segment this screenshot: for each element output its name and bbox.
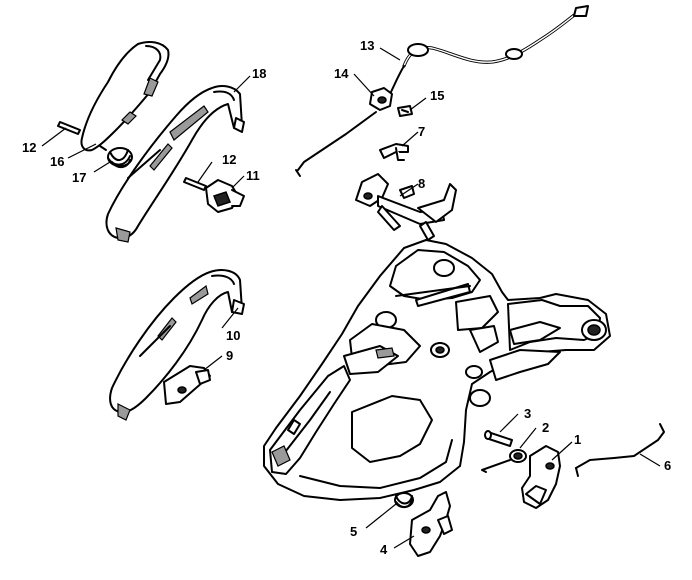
interlock-lever-part-4 [409, 491, 453, 557]
lower-handle-part-10 [109, 269, 245, 421]
callout-9: 9 [226, 348, 233, 363]
spring-part-2 [481, 449, 527, 473]
throttle-lever-part-8 [355, 173, 457, 241]
callout-18: 18 [252, 66, 266, 81]
callout-17: 17 [72, 170, 86, 185]
callout-2: 2 [542, 420, 549, 435]
callout-13: 13 [360, 38, 374, 53]
leader-lines [41, 47, 661, 549]
pin-part-12-middle [183, 177, 207, 191]
callouts: 12 16 17 18 12 11 13 14 15 7 8 10 9 3 2 … [22, 38, 671, 557]
screw-part-15 [397, 105, 413, 117]
handle-cover-part-16 [80, 41, 170, 152]
callout-15: 15 [430, 88, 444, 103]
pin-part-3 [484, 430, 513, 447]
clip-part-7 [379, 143, 409, 161]
top-handle-part-18 [105, 85, 245, 243]
callout-10: 10 [226, 328, 240, 343]
callout-4: 4 [380, 542, 388, 557]
bracket-part-11 [205, 179, 245, 213]
spring-part-5 [394, 492, 414, 508]
callout-14: 14 [334, 66, 349, 81]
throttle-rod [295, 111, 377, 177]
callout-7: 7 [418, 124, 425, 139]
callout-6: 6 [664, 458, 671, 473]
rod-part-6 [575, 423, 665, 477]
callout-5: 5 [350, 524, 357, 539]
throttle-trigger-part-1 [521, 445, 561, 509]
callout-16: 16 [50, 154, 64, 169]
cable-clip-part-14 [369, 87, 393, 111]
callout-8: 8 [418, 176, 425, 191]
main-housing [263, 239, 611, 501]
callout-1: 1 [574, 432, 581, 447]
pin-part-12-top [57, 121, 81, 135]
callout-3: 3 [524, 406, 531, 421]
throttle-cable-part-13 [389, 5, 589, 95]
bracket-part-9 [163, 365, 211, 405]
callout-12-middle: 12 [222, 152, 236, 167]
callout-11: 11 [246, 168, 260, 183]
callout-12-top: 12 [22, 140, 36, 155]
spring-part-17 [99, 145, 133, 168]
